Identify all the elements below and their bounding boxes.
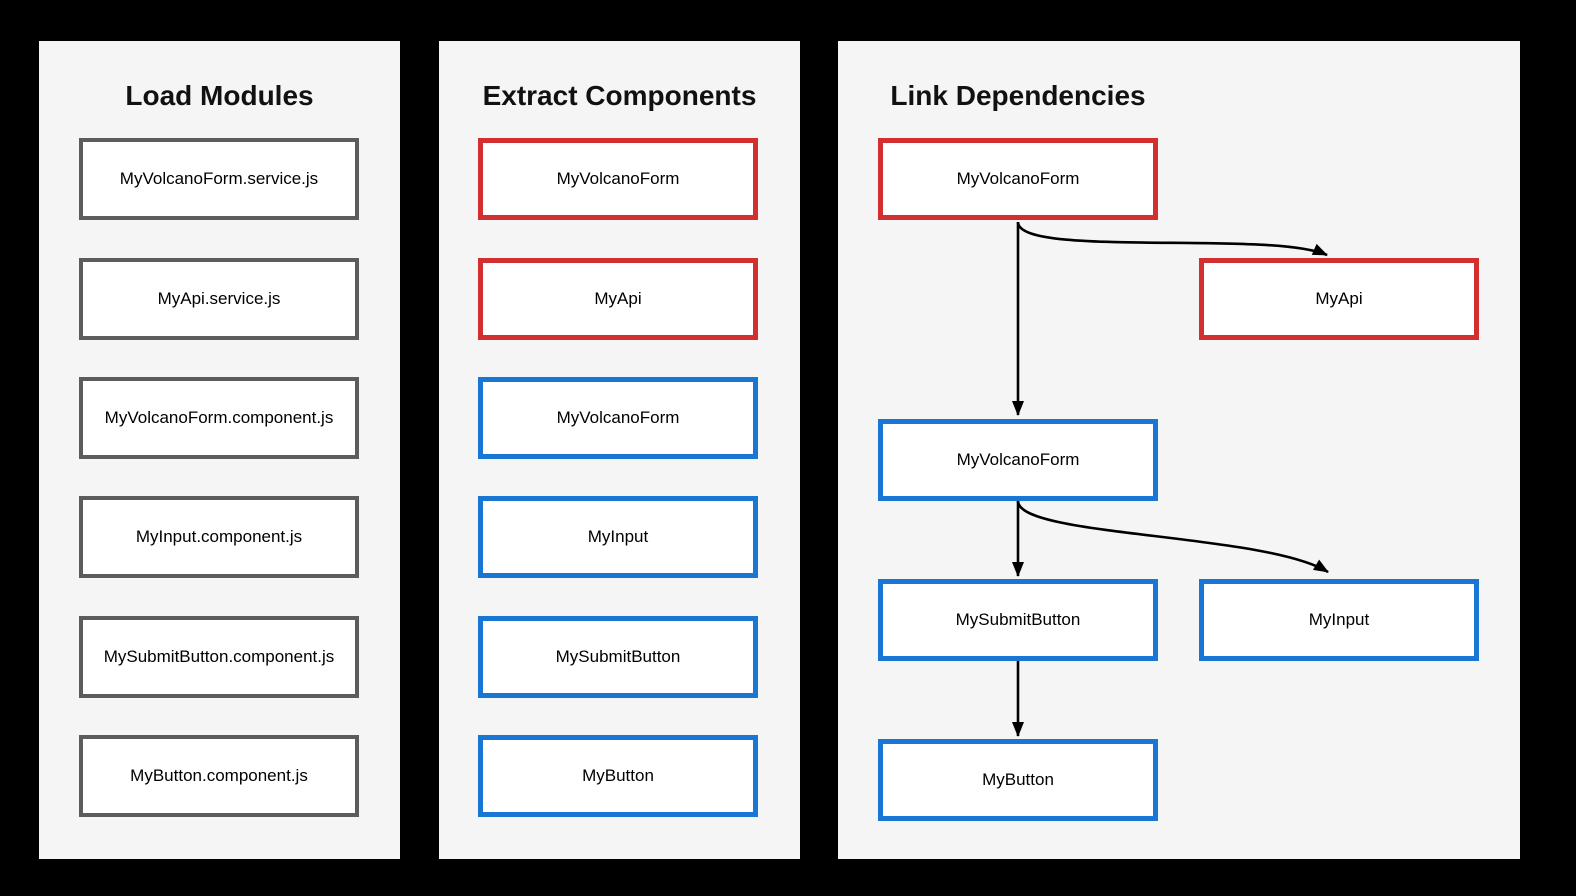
dependency-edges [1012,221,1329,737]
module-node-mysubmitbutton-component-js: MySubmitButton.component.js [79,616,359,698]
node-label: MySubmitButton [555,647,681,666]
node-label: MyInput [1308,610,1370,629]
module-node-mybutton-component-js: MyButton.component.js [79,735,359,817]
component-node-myinput: MyInput [478,496,758,578]
service-node-myvolcanoform: MyVolcanoForm [478,138,758,220]
node-label: MyVolcanoForm [956,169,1080,188]
node-label: MyVolcanoForm [556,169,680,188]
node-label: MySubmitButton.component.js [103,647,335,666]
component-node-myvolcanoform: MyVolcanoForm [478,377,758,459]
module-node-myvolcanoform-service-js: MyVolcanoForm.service.js [79,138,359,220]
dep-node-myinput-component: MyInput [1199,579,1479,661]
dep-node-mybutton-component: MyButton [878,739,1158,821]
service-node-myapi: MyApi [478,258,758,340]
dep-node-myvolcanoform-service: MyVolcanoForm [878,138,1158,220]
panel-title-link-dependencies: Link Dependencies [890,80,1146,111]
node-label: MyInput [587,527,649,546]
node-label: MyVolcanoForm.component.js [104,408,334,427]
node-label: MyVolcanoForm [556,408,680,427]
dep-node-mysubmitbutton-component: MySubmitButton [878,579,1158,661]
dep-node-myapi-service: MyApi [1199,258,1479,340]
edge-form-service-to-api [1016,221,1328,257]
module-node-myapi-service-js: MyApi.service.js [79,258,359,340]
panel-title-extract-components: Extract Components [482,80,757,111]
node-label: MyInput.component.js [135,527,303,546]
node-label: MyApi.service.js [157,289,281,308]
component-node-mysubmitbutton: MySubmitButton [478,616,758,698]
node-label: MyButton [582,766,654,785]
module-node-myvolcanoform-component-js: MyVolcanoForm.component.js [79,377,359,459]
module-node-myinput-component-js: MyInput.component.js [79,496,359,578]
node-label: MyButton [982,770,1054,789]
dep-node-myvolcanoform-component: MyVolcanoForm [878,419,1158,501]
node-label: MyButton.component.js [130,766,308,785]
node-label: MyApi [1315,289,1363,308]
node-label: MyVolcanoForm [956,450,1080,469]
component-node-mybutton: MyButton [478,735,758,817]
node-label: MySubmitButton [955,610,1081,629]
edge-form-component-to-input [1016,500,1329,574]
node-label: MyApi [594,289,642,308]
node-label: MyVolcanoForm.service.js [119,169,319,188]
panel-title-load-modules: Load Modules [125,80,314,111]
